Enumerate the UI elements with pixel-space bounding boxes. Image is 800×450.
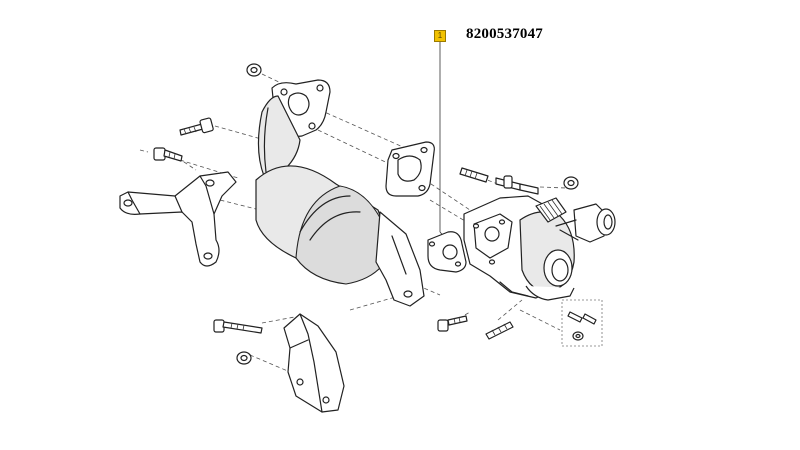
bolt-lower-left (213, 319, 263, 334)
part-number-label: 8200537047 (466, 26, 543, 42)
oil-fitting (495, 175, 539, 195)
nut-right (563, 176, 579, 190)
turbo-outlet-gasket (427, 231, 467, 273)
stud-upper (459, 167, 489, 183)
manifold-gasket (385, 141, 435, 197)
nut-top (246, 63, 262, 77)
stud-lower (485, 321, 514, 340)
catalytic-converter (255, 79, 425, 307)
washer-lower-left (236, 351, 252, 365)
turbocharger (463, 195, 616, 301)
bolt-left-short (153, 147, 183, 162)
bolt-lower-center (437, 315, 468, 332)
support-bracket (119, 171, 237, 267)
bolt-upper-left (179, 117, 214, 136)
heat-shield-bracket (283, 313, 345, 413)
part-callout-marker[interactable]: 1 (434, 30, 446, 42)
stud-detail-inset (561, 299, 603, 347)
